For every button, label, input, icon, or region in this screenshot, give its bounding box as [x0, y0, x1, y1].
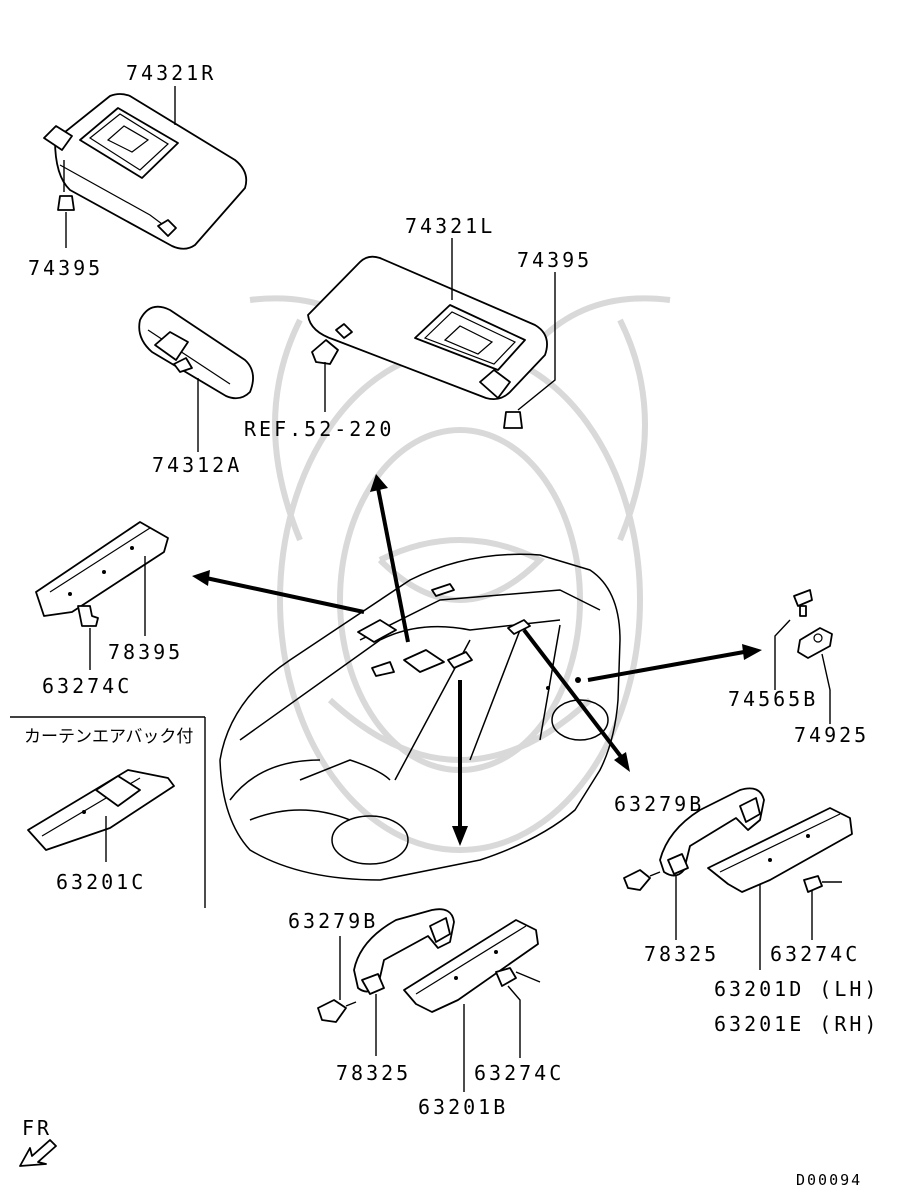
label-grip-r: 78325 [644, 942, 719, 966]
bracket-63201c [27, 769, 175, 851]
label-grip-c: 78325 [336, 1061, 411, 1085]
sunvisor-lh [307, 255, 548, 401]
label-grip-r-bracket-rh: 63201E (RH) [714, 1012, 879, 1036]
grip-rear-bolt [803, 875, 842, 940]
grip-center-bolt [495, 967, 541, 1058]
front-arrow-icon [19, 1139, 57, 1167]
label-ref: REF.52-220 [244, 417, 394, 441]
screw-lh [503, 272, 556, 429]
label-curtain-note: カーテンエアバック付 [24, 727, 193, 747]
label-code: D00094 [796, 1171, 862, 1187]
grip-center [353, 908, 455, 995]
hook-74925 [797, 627, 833, 724]
bracket-78395 [35, 521, 169, 617]
grip-center-screw [317, 999, 357, 1023]
label-hook: 74925 [794, 723, 869, 747]
label-curtain-bracket: 63201C [56, 870, 146, 894]
car-body [219, 553, 621, 881]
rearview-mirror [138, 305, 254, 400]
label-bracket-bolt: 63274C [42, 674, 132, 698]
pointer-arrows [192, 474, 762, 846]
label-bracket: 78395 [108, 640, 183, 664]
bolt-63274c-left [77, 605, 99, 627]
screw-rh [57, 160, 75, 211]
grip-rear-screw [623, 869, 661, 891]
grip-rear-bracket [707, 807, 853, 893]
label-grip-c-screw: 63279B [288, 909, 378, 933]
label-grip-r-bracket-lh: 63201D (LH) [714, 977, 879, 1001]
label-mirror: 74312A [152, 453, 242, 477]
hook-screw [774, 589, 813, 690]
label-grip-r-bolt: 63274C [770, 942, 860, 966]
label-grip-c-bolt: 63274C [474, 1061, 564, 1085]
label-screw-rh: 74395 [28, 256, 103, 280]
grip-rear [659, 787, 765, 877]
label-front: FR [22, 1116, 52, 1140]
label-sunvisor-lh: 74321L [405, 214, 495, 238]
label-grip-c-bracket: 63201B [418, 1095, 508, 1119]
clip-ref [311, 339, 339, 365]
label-screw-lh: 74395 [517, 248, 592, 272]
label-grip-r-screw: 63279B [614, 792, 704, 816]
label-sunvisor-rh: 74321R [126, 61, 216, 85]
label-hook-screw: 74565B [728, 687, 818, 711]
sunvisor-rh [43, 93, 248, 250]
